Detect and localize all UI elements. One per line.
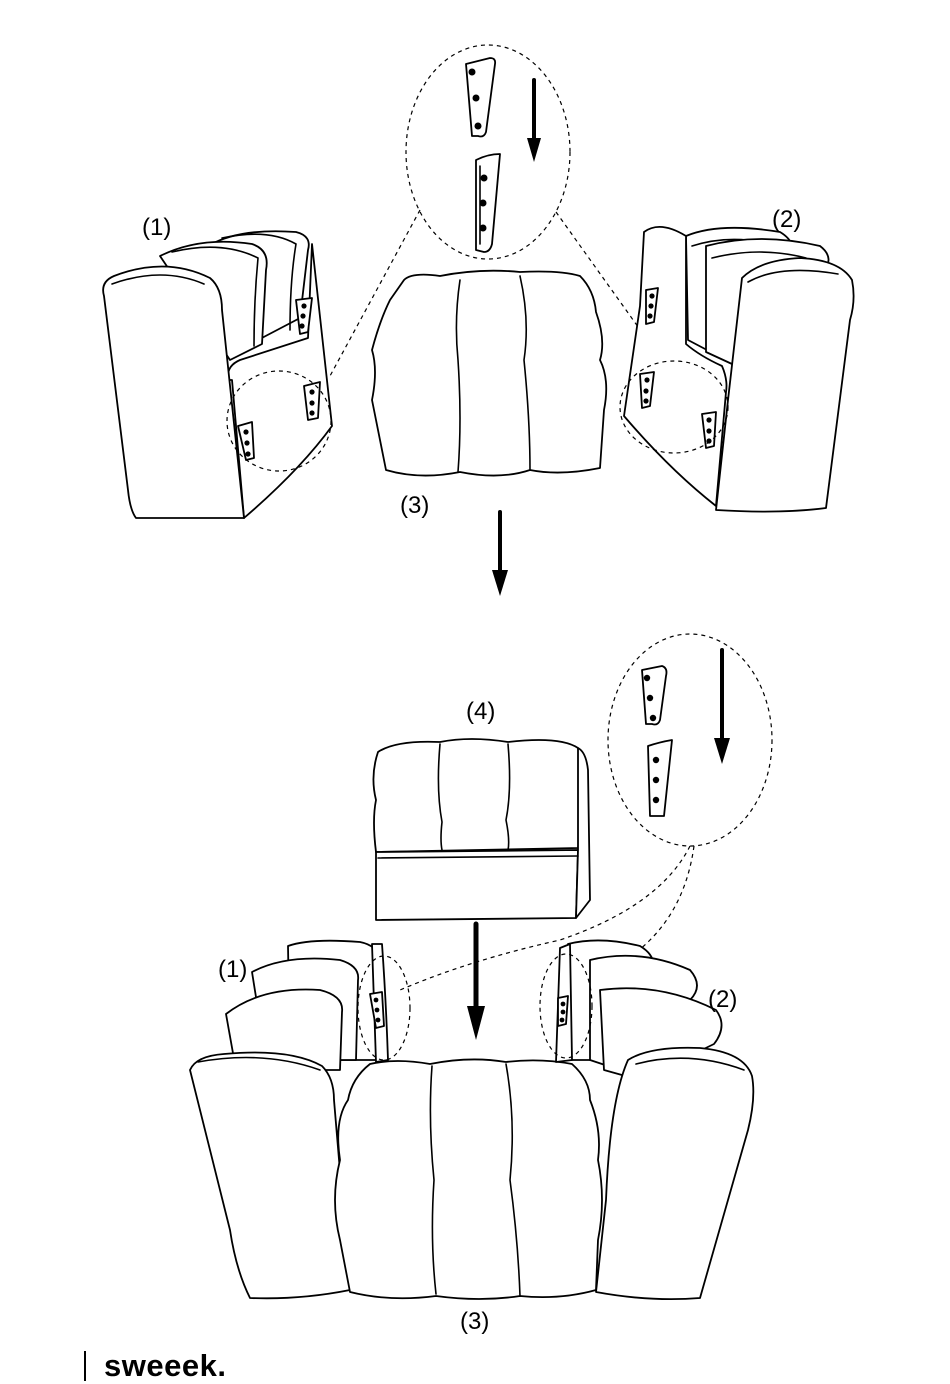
armrest-left-step1: [103, 231, 332, 518]
arrow-down-small-2: [714, 738, 730, 764]
step1-bracket-detail-callout: [406, 45, 570, 259]
backrest-side: [576, 748, 590, 918]
sofa-armrest-right-front: [596, 1048, 753, 1299]
backrest-cushion: [373, 739, 581, 852]
brand-divider: [84, 1351, 86, 1381]
label-part-2-step2: (2): [708, 988, 737, 1012]
label-part-3-step1: (3): [400, 494, 429, 518]
brand-logo: sweeek.: [84, 1349, 226, 1383]
backrest-step2: [373, 739, 590, 920]
brand-logo-text: sweeek.: [104, 1348, 226, 1384]
label-part-1-step1: (1): [142, 216, 171, 240]
arrow-down-small: [527, 138, 541, 162]
seat-body: [372, 271, 606, 476]
label-part-2-step1: (2): [772, 208, 801, 232]
armrest-right-step1: [620, 227, 854, 512]
sofa-seat-body: [335, 1059, 602, 1299]
sofa-armrest-left-front: [190, 1053, 350, 1299]
label-part-1-step2: (1): [218, 958, 247, 982]
label-part-4-step2: (4): [466, 700, 495, 724]
step-arrow: [492, 512, 508, 596]
sofa-seat: [335, 1059, 602, 1299]
arrow-down-backrest: [467, 924, 485, 1040]
seat-step1: [372, 271, 606, 476]
label-part-3-step2: (3): [460, 1310, 489, 1334]
step2-bracket-detail-callout: [608, 634, 772, 846]
backrest-base: [376, 850, 578, 920]
bracket-lower-2: [648, 740, 672, 816]
